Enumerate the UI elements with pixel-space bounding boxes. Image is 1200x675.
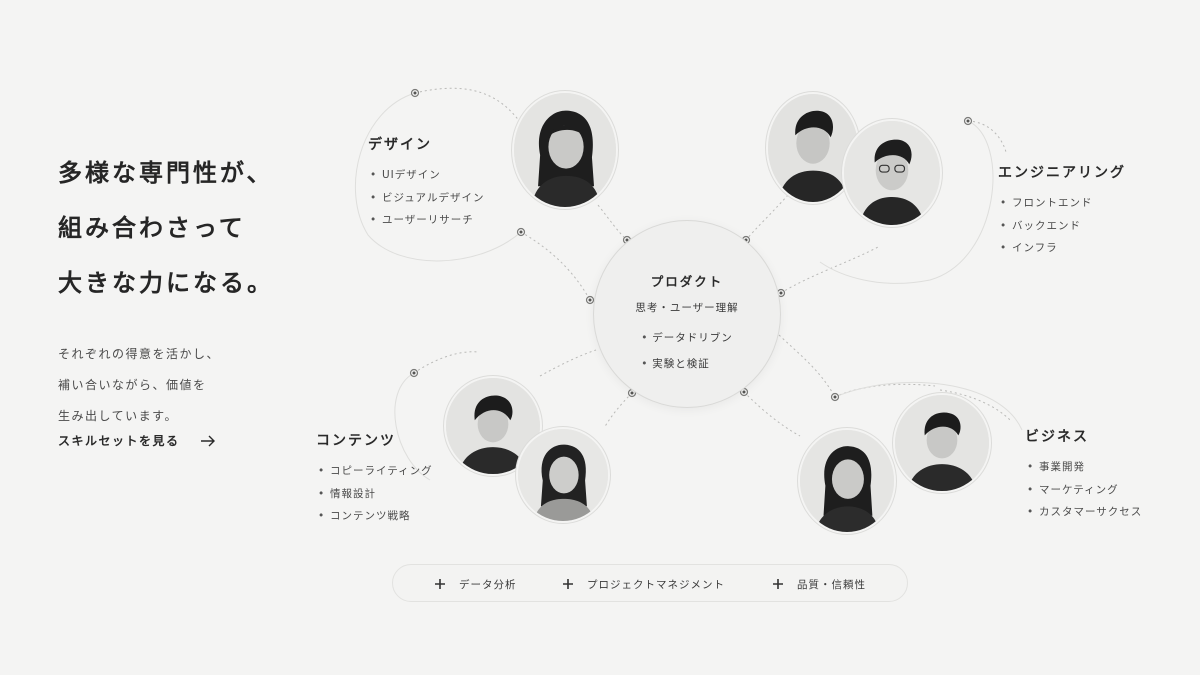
list-item: コピーライティング xyxy=(316,460,433,483)
avatar-engineering-member-2 xyxy=(842,119,942,227)
halo-business xyxy=(834,381,1023,431)
group-business[interactable]: ビジネス 事業開発 マーケティング カスタマーサクセス xyxy=(1025,426,1142,524)
hub-title: プロダクト xyxy=(650,274,724,289)
hub-list-item: 実験と検証 xyxy=(641,351,733,377)
connector-content-mid xyxy=(539,349,597,377)
hero-section: 多様な専門性が、 組み合わさって 大きな力になる。 それぞれの得意を活かし、 補… xyxy=(58,146,358,432)
connector-eng-right xyxy=(967,120,1007,153)
plus-icon xyxy=(433,577,447,591)
headline: 多様な専門性が、 組み合わさって 大きな力になる。 xyxy=(58,146,358,311)
halo-design xyxy=(354,92,522,262)
group-list: 事業開発 マーケティング カスタマーサクセス xyxy=(1025,456,1142,524)
connector-eng-low xyxy=(780,245,881,294)
subtext: それぞれの得意を活かし、 補い合いながら、価値を 生み出しています。 xyxy=(58,339,358,432)
group-list: UIデザイン ビジュアルデザイン ユーザーリサーチ xyxy=(368,164,484,232)
headline-line: 大きな力になる。 xyxy=(58,269,274,297)
connector-design-arc xyxy=(414,87,521,123)
connector-design-loop xyxy=(520,231,591,301)
group-title: エンジニアリング xyxy=(998,165,1126,181)
connector-design-hub xyxy=(597,204,628,241)
portrait-icon xyxy=(514,93,616,207)
skill-chip-label: 品質・信頼性 xyxy=(797,578,866,591)
subtext-line: 生み出しています。 xyxy=(58,409,178,423)
group-title: コンテンツ xyxy=(316,433,396,449)
avatar-design-member xyxy=(512,91,618,209)
headline-line: 組み合わさって xyxy=(58,214,246,242)
portrait-icon xyxy=(895,395,989,491)
list-item: マーケティング xyxy=(1025,479,1142,502)
portrait-icon xyxy=(844,121,940,225)
hub-subtitle: 思考・ユーザー理解 xyxy=(635,302,739,314)
headline-line: 多様な専門性が、 xyxy=(58,159,274,187)
plus-icon xyxy=(771,577,785,591)
connector-hub-right xyxy=(778,334,836,398)
subtext-line: それぞれの得意を活かし、 xyxy=(58,347,221,361)
skill-chip-label: プロジェクトマネジメント xyxy=(587,578,725,591)
hub-list-item: データドリブン xyxy=(641,325,733,351)
additional-skills-bar: データ分析 プロジェクトマネジメント 品質・信頼性 xyxy=(392,564,908,602)
connector-business-hub xyxy=(743,391,801,437)
avatar-business-member-1 xyxy=(798,428,896,534)
group-list: コピーライティング 情報設計 コンテンツ戦略 xyxy=(316,460,433,528)
portrait-icon xyxy=(800,430,894,532)
list-item: ビジュアルデザイン xyxy=(368,187,484,210)
list-item: インフラ xyxy=(998,237,1126,260)
list-item: カスタマーサクセス xyxy=(1025,501,1142,524)
skill-chip-data-analysis[interactable]: データ分析 xyxy=(433,565,517,603)
hub-list: データドリブン 実験と検証 xyxy=(641,325,733,377)
group-design[interactable]: デザイン UIデザイン ビジュアルデザイン ユーザーリサーチ xyxy=(368,134,484,232)
product-hub[interactable]: プロダクト 思考・ユーザー理解 データドリブン 実験と検証 xyxy=(593,220,781,408)
arrow-right-icon xyxy=(200,435,216,447)
portrait-icon xyxy=(768,94,858,202)
halo-engineering xyxy=(819,120,994,284)
connector-content-arc xyxy=(413,351,479,374)
connector-content-hub xyxy=(603,392,633,429)
plus-icon xyxy=(561,577,575,591)
skill-chip-quality[interactable]: 品質・信頼性 xyxy=(771,565,866,603)
group-title: ビジネス xyxy=(1025,429,1089,445)
group-title: デザイン xyxy=(368,137,432,153)
list-item: フロントエンド xyxy=(998,192,1126,215)
list-item: バックエンド xyxy=(998,215,1126,238)
list-item: UIデザイン xyxy=(368,164,484,187)
avatar-engineering-member-1 xyxy=(766,92,860,204)
skill-chip-label: データ分析 xyxy=(459,578,517,591)
group-list: フロントエンド バックエンド インフラ xyxy=(998,192,1126,260)
subtext-line: 補い合いながら、価値を xyxy=(58,378,207,392)
list-item: 情報設計 xyxy=(316,483,433,506)
group-engineering[interactable]: エンジニアリング フロントエンド バックエンド インフラ xyxy=(998,162,1126,260)
avatar-business-member-2 xyxy=(893,393,991,493)
list-item: ユーザーリサーチ xyxy=(368,209,484,232)
connector-eng-hub xyxy=(745,194,789,241)
cta-label: スキルセットを見る xyxy=(58,434,180,448)
group-content[interactable]: コンテンツ コピーライティング 情報設計 コンテンツ戦略 xyxy=(316,430,433,528)
avatar-content-member-2 xyxy=(516,427,610,523)
skill-chip-project-management[interactable]: プロジェクトマネジメント xyxy=(561,565,725,603)
portrait-icon xyxy=(518,429,608,521)
connector-business-arc xyxy=(834,383,936,398)
view-skillset-link[interactable]: スキルセットを見る xyxy=(58,432,216,449)
list-item: 事業開発 xyxy=(1025,456,1142,479)
list-item: コンテンツ戦略 xyxy=(316,505,433,528)
connector-business-right xyxy=(939,389,1011,421)
